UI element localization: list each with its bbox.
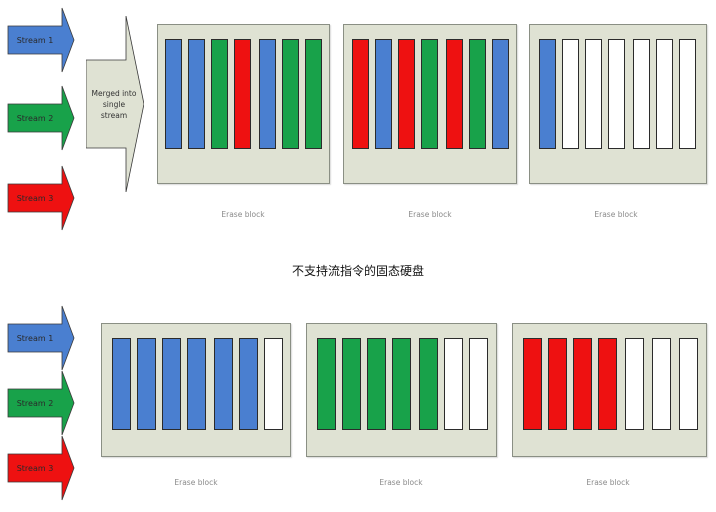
page-cell [421, 39, 438, 149]
merge-arrow-shape-icon [86, 16, 144, 192]
page-cell [188, 39, 205, 149]
top-stream-2-arrow: Stream 2 [7, 85, 75, 151]
page-cell [523, 338, 542, 430]
page-cell [679, 39, 696, 149]
top-erase-block-2-label: Erase block [408, 210, 452, 219]
page-cell [367, 338, 386, 430]
page-cell [239, 338, 258, 430]
page-cell [444, 338, 463, 430]
page-cell [375, 39, 392, 149]
arrow-shape-icon [7, 370, 75, 436]
bottom-erase-block-2-label: Erase block [379, 478, 423, 487]
top-stream-1-label: Stream 1 [16, 35, 54, 45]
bottom-stream-1-label: Stream 1 [16, 333, 54, 343]
page-cell [633, 39, 650, 149]
bottom-stream-1-arrow: Stream 1 [7, 305, 75, 371]
page-cell [469, 39, 486, 149]
page-cell [492, 39, 509, 149]
arrow-shape-icon [7, 165, 75, 231]
bottom-stream-2-arrow: Stream 2 [7, 370, 75, 436]
arrow-shape-icon [7, 435, 75, 501]
top-stream-1-arrow: Stream 1 [7, 7, 75, 73]
page-cell [211, 39, 228, 149]
page-cell [259, 39, 276, 149]
page-cell [305, 39, 322, 149]
top-erase-block-2 [343, 24, 517, 184]
page-cell [264, 338, 283, 430]
bottom-stream-2-label: Stream 2 [16, 398, 54, 408]
page-cell [392, 338, 411, 430]
bottom-erase-block-3-label: Erase block [586, 478, 630, 487]
page-cell [652, 338, 671, 430]
page-cell [317, 338, 336, 430]
page-cell [282, 39, 299, 149]
page-cell [446, 39, 463, 149]
top-erase-block-1-label: Erase block [221, 210, 265, 219]
bottom-stream-3-arrow: Stream 3 [7, 435, 75, 501]
page-cell [539, 39, 556, 149]
arrow-shape-icon [7, 7, 75, 73]
page-cell [625, 338, 644, 430]
bottom-stream-3-label: Stream 3 [16, 463, 54, 473]
page-cell [585, 39, 602, 149]
page-cell [162, 338, 181, 430]
bottom-erase-block-2 [306, 323, 497, 457]
top-stream-2-label: Stream 2 [16, 113, 54, 123]
diagram-caption: 不支持流指令的固态硬盘 [291, 264, 424, 278]
merge-arrow: Merged into single stream [86, 16, 144, 192]
page-cell [214, 338, 233, 430]
page-cell [187, 338, 206, 430]
top-stream-3-arrow: Stream 3 [7, 165, 75, 231]
merge-label: Merged into single stream [91, 89, 137, 120]
page-cell [112, 338, 131, 430]
page-cell [656, 39, 673, 149]
page-cell [469, 338, 488, 430]
page-cell [342, 338, 361, 430]
page-cell [419, 338, 438, 430]
page-cell [562, 39, 579, 149]
bottom-erase-block-1-label: Erase block [174, 478, 218, 487]
top-stream-3-label: Stream 3 [16, 193, 54, 203]
arrow-shape-icon [7, 305, 75, 371]
page-cell [165, 39, 182, 149]
page-cell [548, 338, 567, 430]
page-cell [573, 338, 592, 430]
page-cell [398, 39, 415, 149]
page-cell [679, 338, 698, 430]
bottom-erase-block-3 [512, 323, 707, 457]
bottom-erase-block-1 [101, 323, 291, 457]
page-cell [137, 338, 156, 430]
page-cell [234, 39, 251, 149]
top-erase-block-3-label: Erase block [594, 210, 638, 219]
page-cell [598, 338, 617, 430]
arrow-shape-icon [7, 85, 75, 151]
page-cell [608, 39, 625, 149]
top-erase-block-3 [529, 24, 707, 184]
page-cell [352, 39, 369, 149]
top-erase-block-1 [157, 24, 330, 184]
